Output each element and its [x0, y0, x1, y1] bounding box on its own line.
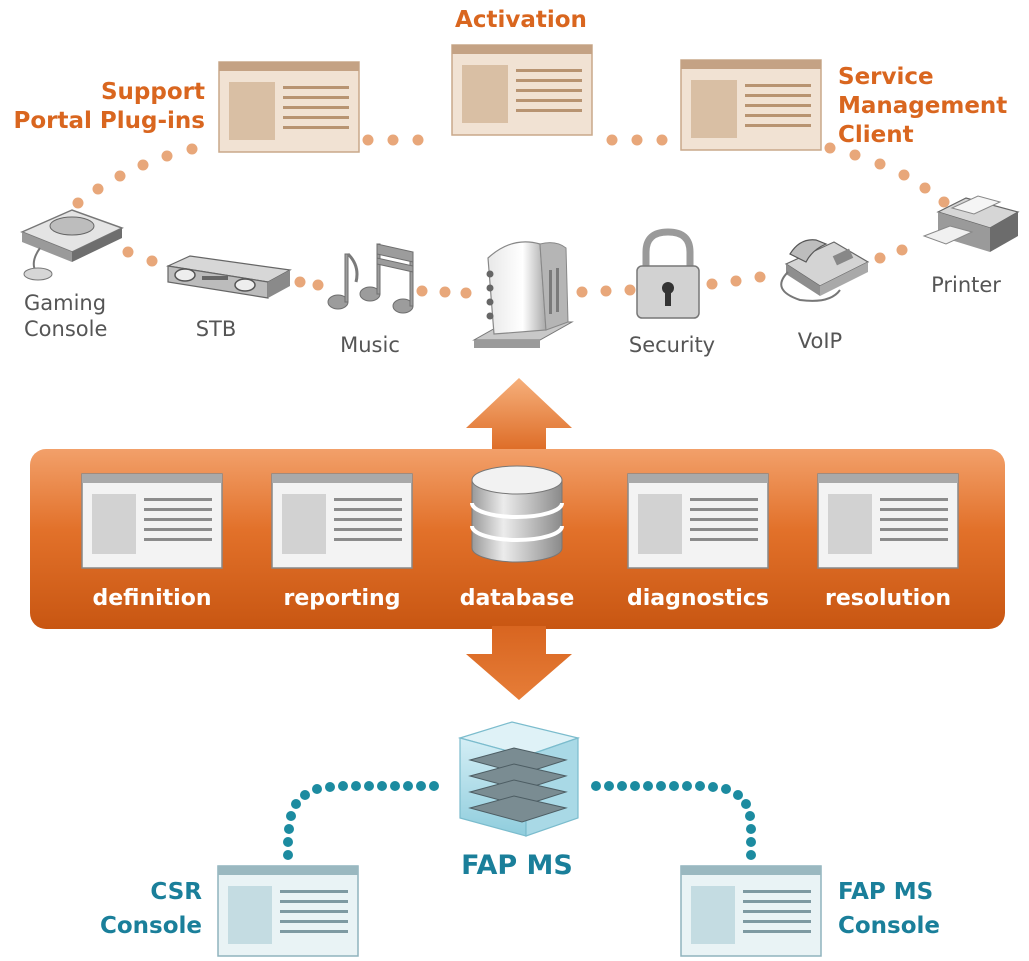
module-label-definition: definition — [92, 586, 211, 611]
reporting-window — [271, 473, 413, 569]
fap-ms-console-label-line2: Console — [838, 913, 940, 939]
printer-label: Printer — [931, 273, 1001, 297]
gaming-console-icon — [20, 209, 124, 281]
music-label: Music — [340, 333, 400, 357]
gateway-router-icon — [472, 241, 574, 348]
stb-icon — [165, 255, 292, 299]
diagnostics-window — [627, 473, 769, 569]
voip-phone-icon — [780, 239, 870, 302]
fap-ms-label: FAP MS — [461, 850, 573, 881]
csr-console-label-line2: Console — [100, 913, 202, 939]
module-label-database: database — [460, 586, 575, 611]
fap-ms-console-window — [680, 865, 822, 957]
activation-label: Activation — [455, 7, 587, 33]
service-label-line2: Management — [838, 93, 1007, 119]
resolution-window — [817, 473, 959, 569]
gaming-label-line1: Gaming — [24, 291, 106, 315]
up-arrow — [466, 378, 572, 452]
teal-connector-dots — [283, 781, 756, 860]
module-label-diagnostics: diagnostics — [627, 586, 769, 611]
security-lock-icon — [636, 228, 700, 319]
service-label-line3: Client — [838, 122, 914, 148]
fap-ms-server-icon — [457, 721, 581, 837]
service-label-line1: Service — [838, 64, 934, 90]
module-label-resolution: resolution — [825, 586, 951, 611]
printer-icon — [922, 195, 1020, 252]
service-management-window — [680, 59, 822, 151]
activation-window — [451, 44, 593, 136]
gaming-label-line2: Console — [24, 317, 107, 341]
definition-window — [81, 473, 223, 569]
voip-label: VoIP — [798, 329, 842, 353]
music-notes-icon — [327, 243, 414, 314]
csr-console-label-line1: CSR — [150, 879, 202, 905]
security-label: Security — [629, 333, 715, 357]
support-portal-window — [218, 61, 360, 153]
support-label-line2: Portal Plug-ins — [14, 108, 205, 134]
fap-ms-console-label-line1: FAP MS — [838, 879, 933, 905]
database-icon — [470, 465, 564, 563]
down-arrow — [466, 626, 572, 700]
support-label-line1: Support — [101, 79, 205, 105]
stb-label: STB — [196, 317, 237, 341]
module-label-reporting: reporting — [284, 586, 401, 611]
device-ring-dots — [72, 134, 950, 299]
csr-console-window — [217, 865, 359, 957]
